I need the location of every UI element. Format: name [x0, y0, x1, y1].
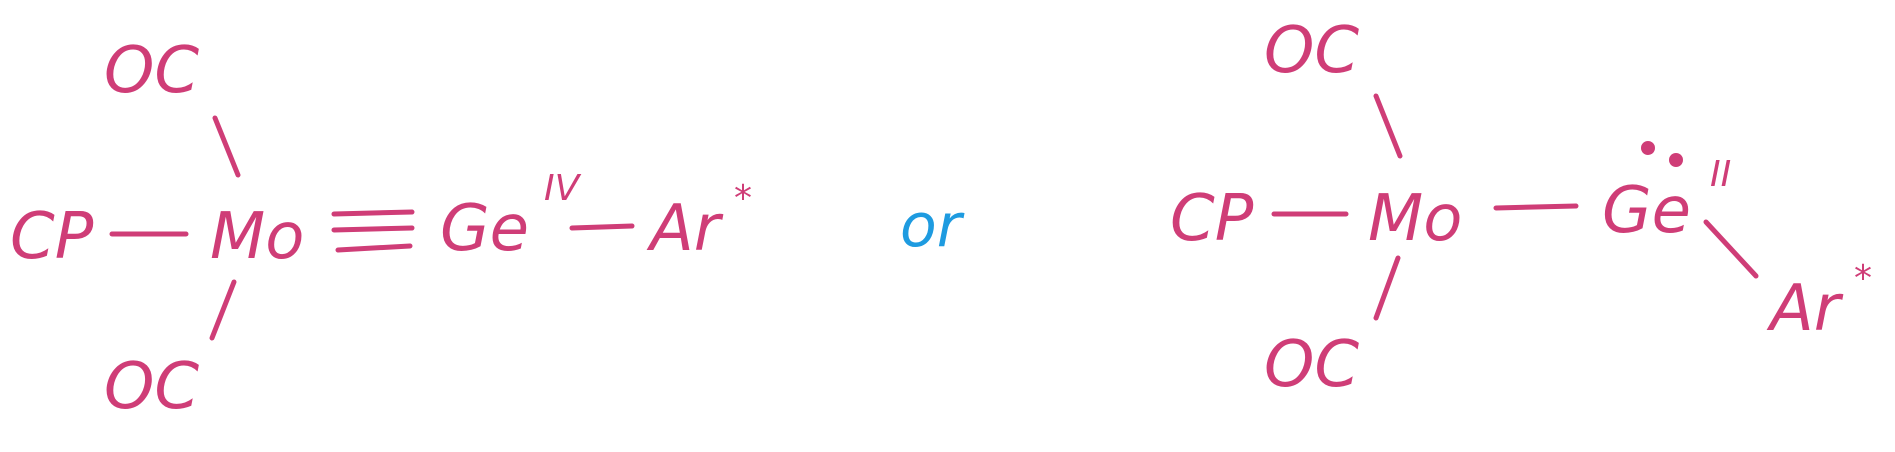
right-ox-state-label: II: [1710, 154, 1731, 195]
left-oc-bottom-label: OC: [104, 350, 199, 424]
right-oc-bottom-label: OC: [1264, 328, 1359, 402]
right-mo-ge-bond: [1493, 203, 1579, 211]
left-double-bond-line-1: [331, 209, 415, 217]
left-cp-label: CP: [10, 200, 94, 274]
left-aryl-mark: *: [734, 178, 752, 219]
right-oc-top-bond: [1373, 93, 1403, 159]
left-oc-bottom-bond: [209, 279, 237, 341]
right-cp-label: CP: [1170, 182, 1254, 256]
right-aryl-mark: *: [1854, 258, 1872, 299]
lone-pair-dot-1: [1641, 141, 1655, 155]
right-ge-ar-bond: [1703, 219, 1759, 279]
left-double-bond-line-2: [331, 225, 415, 233]
left-ge-ar-bond: [569, 223, 635, 231]
right-oc-bottom-bond: [1373, 255, 1401, 321]
right-metal-label: Mo: [1368, 182, 1462, 256]
or-connector: or: [900, 191, 965, 261]
right-aryl-label: Ar: [1766, 272, 1844, 346]
left-structure: OC CP Mo Ge IV Ar * OC: [10, 34, 752, 424]
lone-pair-dot-2: [1669, 153, 1683, 167]
left-aryl-label: Ar: [646, 192, 724, 266]
left-germanium-label: Ge: [440, 192, 529, 266]
left-ox-state-label: IV: [544, 168, 582, 209]
left-oc-top-label: OC: [104, 34, 199, 108]
left-oc-top-bond: [212, 115, 241, 178]
right-oc-top-label: OC: [1264, 14, 1359, 88]
right-structure: OC CP Mo Ge II Ar * OC: [1170, 14, 1872, 402]
right-germanium-label: Ge: [1602, 174, 1691, 248]
left-double-bond-line-3: [335, 243, 413, 253]
left-metal-label: Mo: [210, 200, 304, 274]
